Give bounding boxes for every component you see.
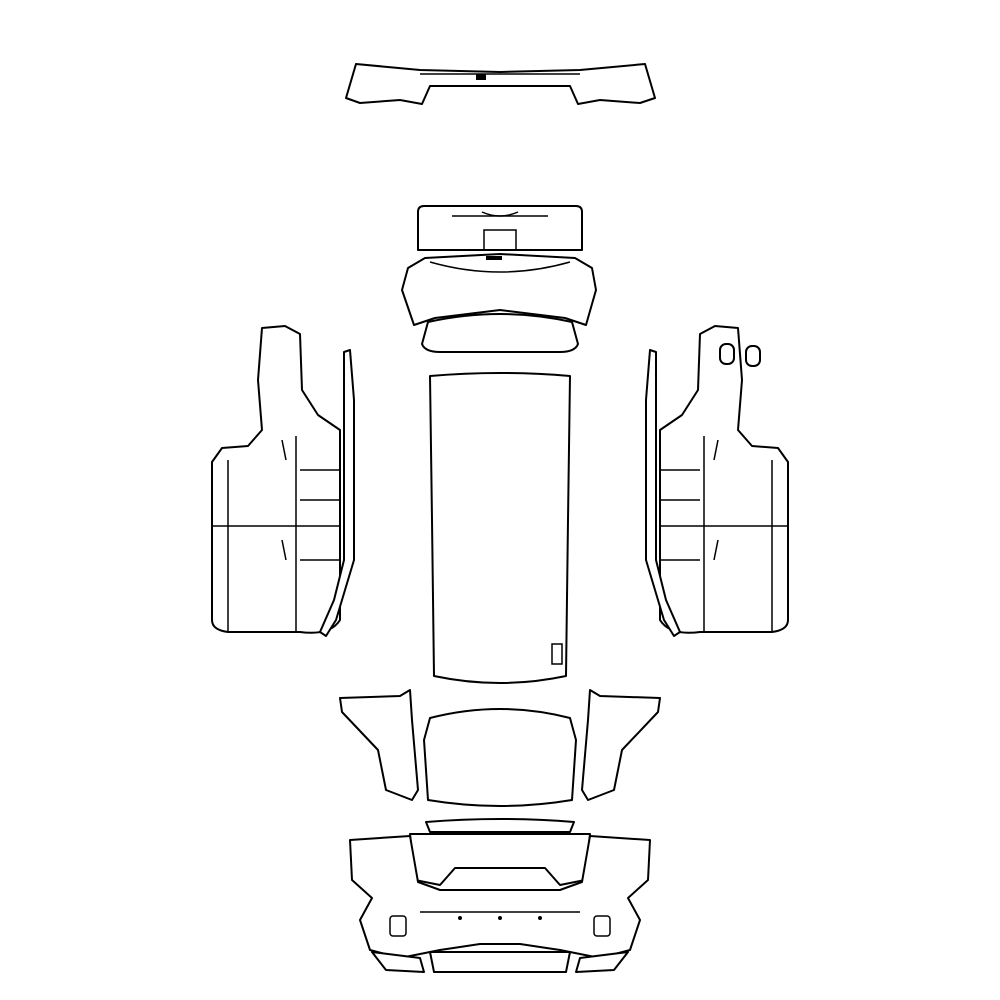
roof-panel <box>429 372 571 684</box>
front-fender-left <box>339 689 419 801</box>
front-fender-right <box>581 689 661 801</box>
right-side-panels <box>645 325 789 637</box>
trunk-lid-panel <box>417 205 583 251</box>
front-lower-lip <box>371 951 629 973</box>
hood-panel <box>423 708 577 807</box>
left-side-panels <box>211 325 355 637</box>
front-bumper-panel <box>349 833 651 959</box>
rear-lower-panel <box>421 313 579 353</box>
front-upper-panel <box>425 818 575 833</box>
rear-bumper-panel <box>401 253 597 326</box>
rear-upper-panel <box>345 63 656 105</box>
